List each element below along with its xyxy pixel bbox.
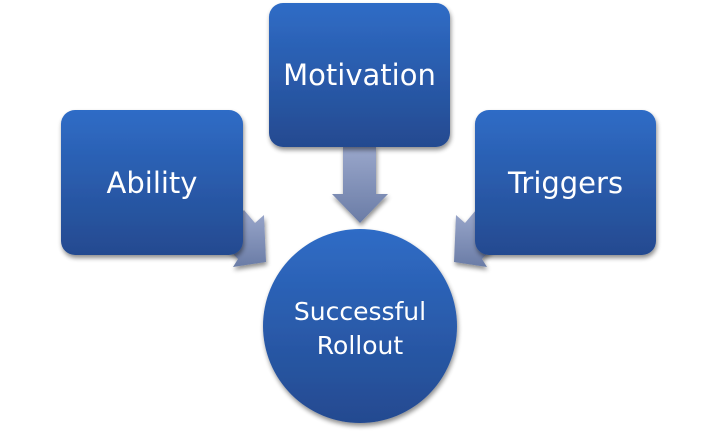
node-outcome-label-line-2: Rollout: [317, 331, 404, 360]
node-successful-rollout[interactable]: Successful Rollout: [263, 229, 457, 423]
down-arrow-icon: [332, 146, 388, 223]
node-ability[interactable]: Ability: [61, 110, 243, 255]
node-triggers[interactable]: Triggers: [475, 110, 656, 255]
arrow-motivation-to-outcome: [332, 146, 388, 223]
node-ability-label: Ability: [107, 166, 198, 200]
node-motivation[interactable]: Motivation: [269, 3, 450, 147]
node-outcome-label-line-1: Successful: [294, 297, 426, 326]
node-triggers-label: Triggers: [507, 166, 623, 200]
node-motivation-label: Motivation: [283, 58, 436, 92]
